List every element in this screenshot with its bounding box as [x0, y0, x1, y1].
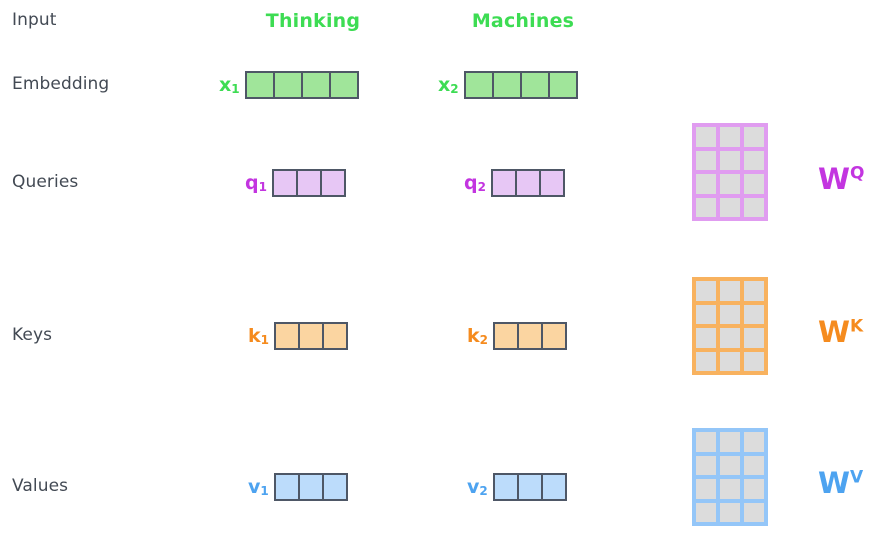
matrix-cell [696, 304, 716, 324]
weight-matrix-wq [692, 123, 768, 221]
matrix-cell [720, 281, 740, 301]
matrix-label-wq: WQ [818, 162, 865, 196]
vector-cell [491, 71, 522, 99]
vector-cell [517, 322, 543, 350]
matrix-cell [696, 174, 716, 194]
vector-cells-q1 [271, 169, 346, 197]
vector-cell [547, 71, 578, 99]
matrix-cell [720, 432, 740, 452]
matrix-cell [696, 502, 716, 522]
matrix-label-wv: WV [818, 466, 864, 500]
value-vector-v1: v1 [248, 473, 348, 501]
vector-cell [519, 71, 550, 99]
word-header-thinking: Thinking [265, 10, 361, 32]
matrix-cell [744, 197, 764, 217]
matrix-cell [744, 304, 764, 324]
word-header-machines: Machines [471, 10, 575, 32]
vector-label-k2: k2 [467, 324, 488, 347]
vector-cell [540, 473, 567, 501]
vector-cells-k1 [274, 322, 348, 350]
vector-cell [493, 322, 519, 350]
vector-cells-x2 [463, 71, 578, 99]
matrix-cell [696, 127, 716, 147]
matrix-cell [720, 455, 740, 475]
vector-cell [490, 169, 517, 197]
matrix-cell [744, 479, 764, 499]
vector-cell [492, 473, 519, 501]
row-label-embedding: Embedding [12, 74, 110, 94]
vector-cell [319, 169, 346, 197]
vector-cell [516, 473, 543, 501]
vector-cell [295, 169, 322, 197]
vector-label-q1: q1 [245, 171, 267, 194]
matrix-label-wk: WK [818, 315, 864, 349]
matrix-cell [720, 127, 740, 147]
vector-cells-q2 [490, 169, 565, 197]
matrix-cell [744, 328, 764, 348]
matrix-cell [696, 197, 716, 217]
vector-cell [514, 169, 541, 197]
key-vector-k1: k1 [248, 322, 348, 350]
vector-cell [273, 473, 300, 501]
weight-matrix-wk [692, 277, 768, 375]
vector-cells-v2 [492, 473, 567, 501]
embedding-vector-x2: x2 [438, 71, 578, 99]
key-vector-k2: k2 [467, 322, 567, 350]
vector-label-k1: k1 [248, 324, 269, 347]
matrix-cell [744, 502, 764, 522]
query-vector-q2: q2 [464, 169, 565, 197]
row-label-values: Values [12, 476, 69, 496]
matrix-cell [744, 150, 764, 170]
vector-cell [300, 71, 331, 99]
matrix-cell [720, 197, 740, 217]
matrix-cell [720, 328, 740, 348]
vector-label-q2: q2 [464, 171, 486, 194]
vector-cells-v1 [273, 473, 348, 501]
row-label-keys: Keys [12, 325, 53, 345]
vector-cell [322, 322, 348, 350]
query-vector-q1: q1 [245, 169, 346, 197]
matrix-cell [720, 150, 740, 170]
vector-cells-x1 [244, 71, 359, 99]
vector-cell [298, 322, 324, 350]
vector-label-x1: x1 [219, 73, 240, 96]
vector-cell [271, 169, 298, 197]
matrix-cell [720, 351, 740, 371]
matrix-cell [744, 127, 764, 147]
row-label-input: Input [12, 10, 57, 30]
vector-cell [272, 71, 303, 99]
embedding-vector-x1: x1 [219, 71, 359, 99]
vector-cell [328, 71, 359, 99]
matrix-cell [744, 174, 764, 194]
matrix-cell [696, 479, 716, 499]
matrix-cell [744, 455, 764, 475]
vector-cell [244, 71, 275, 99]
matrix-cell [720, 502, 740, 522]
matrix-cell [744, 432, 764, 452]
vector-label-v2: v2 [467, 475, 488, 498]
vector-cell [463, 71, 494, 99]
weight-matrix-wv [692, 428, 768, 526]
matrix-cell [696, 455, 716, 475]
matrix-cell [720, 479, 740, 499]
matrix-cell [720, 304, 740, 324]
vector-cell [321, 473, 348, 501]
matrix-cell [696, 328, 716, 348]
vector-cell [538, 169, 565, 197]
vector-cell [297, 473, 324, 501]
vector-label-v1: v1 [248, 475, 269, 498]
matrix-cell [720, 174, 740, 194]
row-label-queries: Queries [12, 172, 79, 192]
vector-cells-k2 [493, 322, 567, 350]
value-vector-v2: v2 [467, 473, 567, 501]
matrix-cell [696, 432, 716, 452]
vector-cell [274, 322, 300, 350]
vector-cell [541, 322, 567, 350]
matrix-cell [696, 150, 716, 170]
vector-label-x2: x2 [438, 73, 459, 96]
matrix-cell [744, 351, 764, 371]
matrix-cell [696, 351, 716, 371]
matrix-cell [696, 281, 716, 301]
matrix-cell [744, 281, 764, 301]
